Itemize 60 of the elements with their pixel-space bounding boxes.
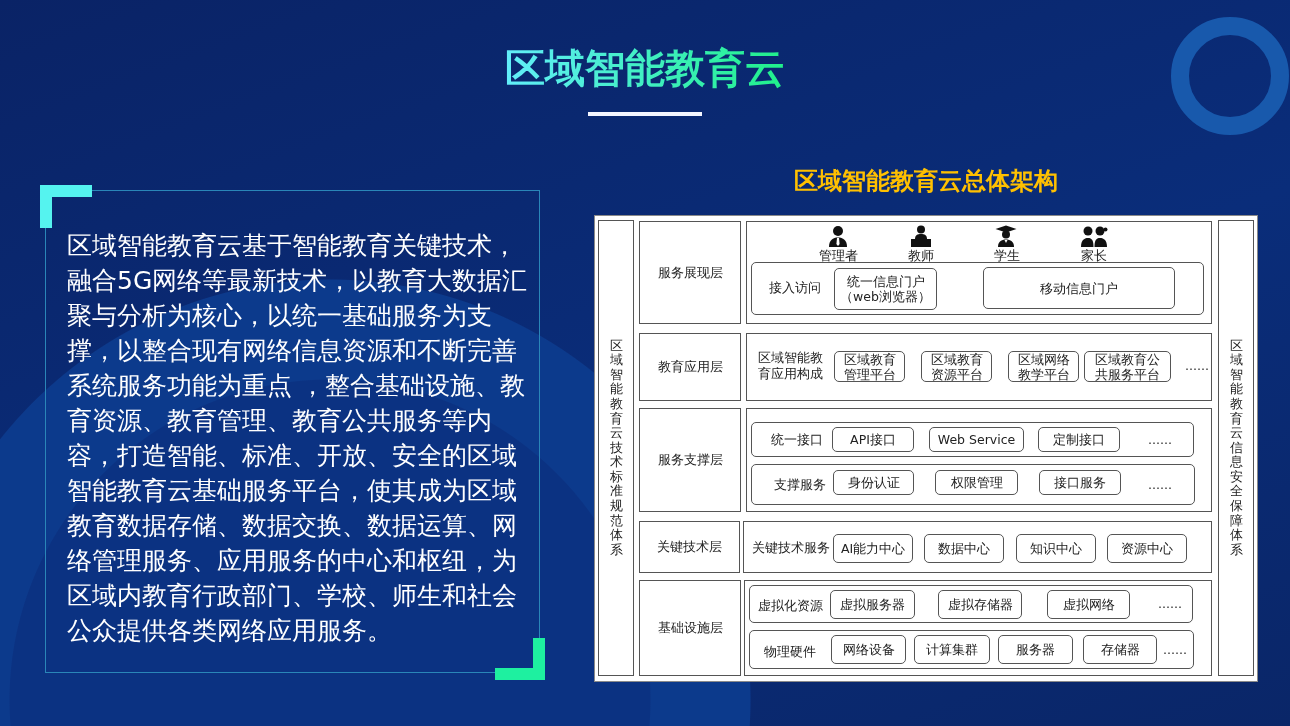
module-box: 服务器: [998, 635, 1073, 664]
row-label: 支撑服务: [774, 477, 826, 493]
layer-box: [744, 580, 1212, 676]
module-box: 虚拟存储器: [938, 590, 1022, 619]
module-box: 区域教育公共服务平台: [1084, 351, 1171, 382]
module-box: 定制接口: [1038, 427, 1120, 452]
layer-box: [746, 333, 1212, 401]
row-box: [751, 422, 1194, 457]
layer-label-box: 教育应用层: [639, 333, 741, 401]
group-label: 区域智能教育应用构成: [756, 350, 824, 382]
layer-box: [746, 408, 1212, 512]
vertical-column: 区域智能教育云技术标准规范体系: [598, 220, 634, 676]
row-label: 接入访问: [769, 280, 821, 296]
module-box: API接口: [832, 427, 914, 452]
row-label: 虚拟化资源: [757, 598, 823, 614]
layer-label-box: 基础设施层: [639, 580, 741, 676]
module-box: 统一信息门户（web浏览器）: [834, 268, 937, 310]
description-text: 区域智能教育云基于智能教育关键技术，融合5G网络等最新技术，以教育大数据汇聚与分析为核心，以统一基础服务为支撑，以整合现有网络信息资源和不断完善系统服务功能为重点 ，整合基础设施、教育资源、教育管理、教育公共服务等内容，打造智能、标准、开放、安全的区域智能教育云基础服务平台，使其成为区域教育数据存储、数据交换、数据运算、网络管理服务、应用服务的中心和枢纽，为区域内教育行政部门、学校、师生和社会公众提供各类网络应用服务。: [67, 230, 529, 647]
role-label: 教师: [908, 248, 934, 264]
row-box: [751, 262, 1204, 315]
ellipsis-text: ……: [1185, 359, 1209, 373]
module-box: 存储器: [1083, 635, 1157, 664]
module-box: 区域教育管理平台: [834, 351, 905, 382]
row-label: 物理硬件: [764, 644, 816, 660]
module-box: 知识中心: [1016, 534, 1096, 563]
ellipsis-text: ……: [1148, 433, 1172, 447]
role-label: 管理者: [818, 248, 858, 264]
row-label: 统一接口: [771, 432, 823, 448]
diagram-heading: 区域智能教育云总体架构: [794, 166, 1058, 196]
layer-box: [743, 521, 1212, 573]
ellipsis-text: ……: [1163, 643, 1187, 657]
role-label: 家长: [1081, 248, 1107, 264]
module-box: 权限管理: [935, 470, 1018, 495]
module-box: 虚拟服务器: [830, 590, 915, 619]
module-box: 移动信息门户: [983, 267, 1175, 309]
group-label: 关键技术服务: [752, 540, 830, 556]
row-box: [749, 585, 1193, 623]
module-box: 接口服务: [1039, 470, 1121, 495]
row-box: [749, 630, 1194, 669]
text-panel: [45, 190, 540, 673]
layer-box: [746, 221, 1212, 324]
module-box: 网络设备: [831, 635, 906, 664]
layer-label-box: 服务支撑层: [639, 408, 741, 512]
ellipsis-text: ……: [1158, 597, 1182, 611]
layer-label-box: 服务展现层: [639, 221, 741, 324]
role-label: 学生: [994, 248, 1020, 264]
module-box: AI能力中心: [833, 534, 913, 563]
module-box: 虚拟网络: [1047, 590, 1130, 619]
module-box: 计算集群: [914, 635, 990, 664]
module-box: 资源中心: [1107, 534, 1187, 563]
module-box: 身份认证: [833, 470, 914, 495]
row-box: [751, 464, 1195, 505]
module-box: Web Service: [929, 427, 1024, 452]
ellipsis-text: ……: [1148, 478, 1172, 492]
page-title: 区域智能教育云: [505, 44, 785, 92]
vertical-column: 区域智能教育云信息安全保障体系: [1218, 220, 1254, 676]
module-box: 区域教育资源平台: [921, 351, 992, 382]
module-box: 数据中心: [924, 534, 1004, 563]
module-box: 区域网络教学平台: [1008, 351, 1079, 382]
layer-label-box: 关键技术层: [639, 521, 740, 573]
